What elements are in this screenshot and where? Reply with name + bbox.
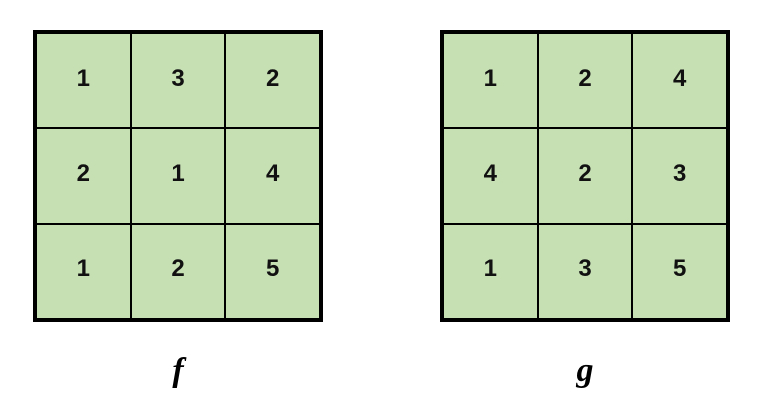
grid-g: 1 2 4 4 2 3 1 3 5 xyxy=(440,30,730,322)
grid-g-cell-r3c3: 5 xyxy=(632,223,727,319)
grid-g-cell-r1c1: 1 xyxy=(443,33,538,129)
grid-f-cell-r3c1: 1 xyxy=(36,223,131,319)
grid-f-cell-r1c2: 3 xyxy=(130,33,226,129)
grid-f-cell-r2c2: 1 xyxy=(130,128,226,224)
grid-f-cell-r2c1: 2 xyxy=(36,128,131,224)
grid-g-cell-r2c2: 2 xyxy=(537,128,633,224)
grid-g-cell-r2c3: 3 xyxy=(632,128,727,224)
grid-f-cell-r1c1: 1 xyxy=(36,33,131,129)
grid-g-cell-r1c3: 4 xyxy=(632,33,727,129)
grid-g-cell-r1c2: 2 xyxy=(537,33,633,129)
grid-f-cell-r2c3: 4 xyxy=(225,128,320,224)
grid-f-cell-r3c2: 2 xyxy=(130,223,226,319)
grid-g-cell-r3c2: 3 xyxy=(537,223,633,319)
grid-g-cell-r3c1: 1 xyxy=(443,223,538,319)
grid-f-cell-r3c3: 5 xyxy=(225,223,320,319)
grid-f-cell-r1c3: 2 xyxy=(225,33,320,129)
grid-g-cell-r2c1: 4 xyxy=(443,128,538,224)
grid-g-label: g xyxy=(576,352,594,389)
grid-f-label: f xyxy=(172,352,184,389)
grid-f: 1 3 2 2 1 4 1 2 5 xyxy=(33,30,323,322)
